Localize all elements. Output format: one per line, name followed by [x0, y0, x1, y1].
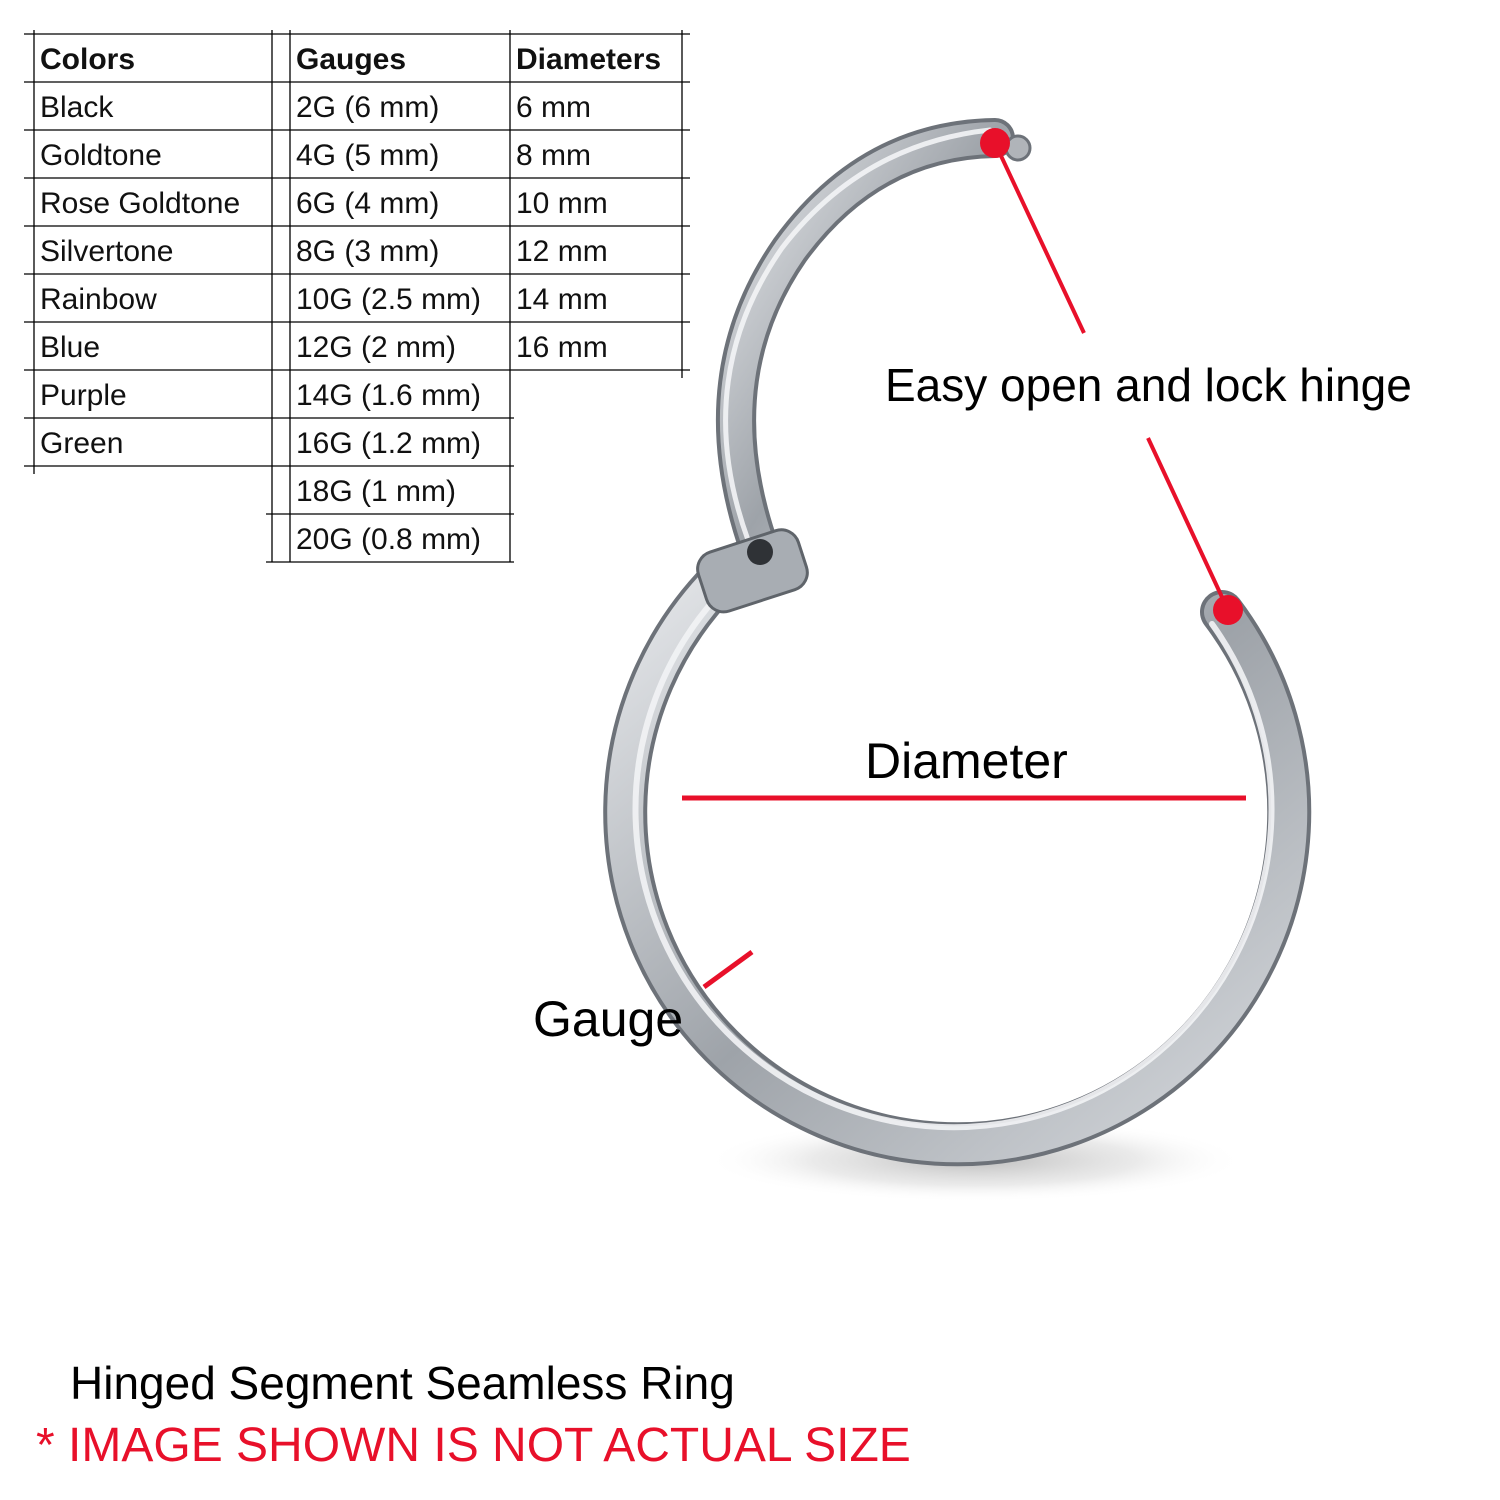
gauge-cell: 4G (5 mm)	[296, 139, 440, 172]
gauge-cell: 20G (0.8 mm)	[296, 523, 482, 556]
hinge-pointers	[980, 128, 1243, 625]
gauge-label: Gauge	[533, 991, 684, 1047]
diameter-cell: 6 mm	[516, 91, 591, 124]
caption-title: Hinged Segment Seamless Ring	[70, 1357, 735, 1409]
diameter-cell: 8 mm	[516, 139, 591, 172]
color-cell: Silvertone	[40, 235, 174, 268]
diameter-cell: 12 mm	[516, 235, 608, 268]
ring-body	[603, 558, 1312, 1167]
color-cell: Rainbow	[40, 283, 157, 316]
header-colors: Colors	[40, 43, 136, 76]
size-disclaimer: * IMAGE SHOWN IS NOT ACTUAL SIZE	[36, 1419, 911, 1472]
color-cell: Green	[40, 427, 124, 460]
hinge-joint	[696, 528, 809, 614]
color-cell: Blue	[40, 331, 101, 364]
header-gauges: Gauges	[296, 43, 407, 76]
gauge-cell: 10G (2.5 mm)	[296, 283, 482, 316]
gauge-cell: 8G (3 mm)	[296, 235, 440, 268]
color-cell: Purple	[40, 379, 127, 412]
gauge-cell: 12G (2 mm)	[296, 331, 457, 364]
hinged-segment	[716, 118, 1015, 570]
table-grid	[24, 30, 690, 563]
color-cell: Black	[40, 91, 114, 124]
color-cell: Rose Goldtone	[40, 187, 241, 220]
hinge-label: Easy open and lock hinge	[885, 359, 1412, 411]
gauge-cell: 2G (6 mm)	[296, 91, 440, 124]
gauge-cell: 18G (1 mm)	[296, 475, 457, 508]
gauge-marker	[702, 949, 754, 990]
gauge-cell: 16G (1.2 mm)	[296, 427, 482, 460]
gauge-cell: 14G (1.6 mm)	[296, 379, 482, 412]
color-cell: Goldtone	[40, 139, 162, 172]
diameter-cell: 16 mm	[516, 331, 608, 364]
spec-table: Colors Gauges Diameters Black Goldtone R…	[0, 0, 700, 580]
diameter-label: Diameter	[865, 733, 1068, 789]
gauge-cell: 6G (4 mm)	[296, 187, 440, 220]
diameter-cell: 10 mm	[516, 187, 608, 220]
header-diameters: Diameters	[516, 43, 662, 76]
diameter-cell: 14 mm	[516, 283, 608, 316]
